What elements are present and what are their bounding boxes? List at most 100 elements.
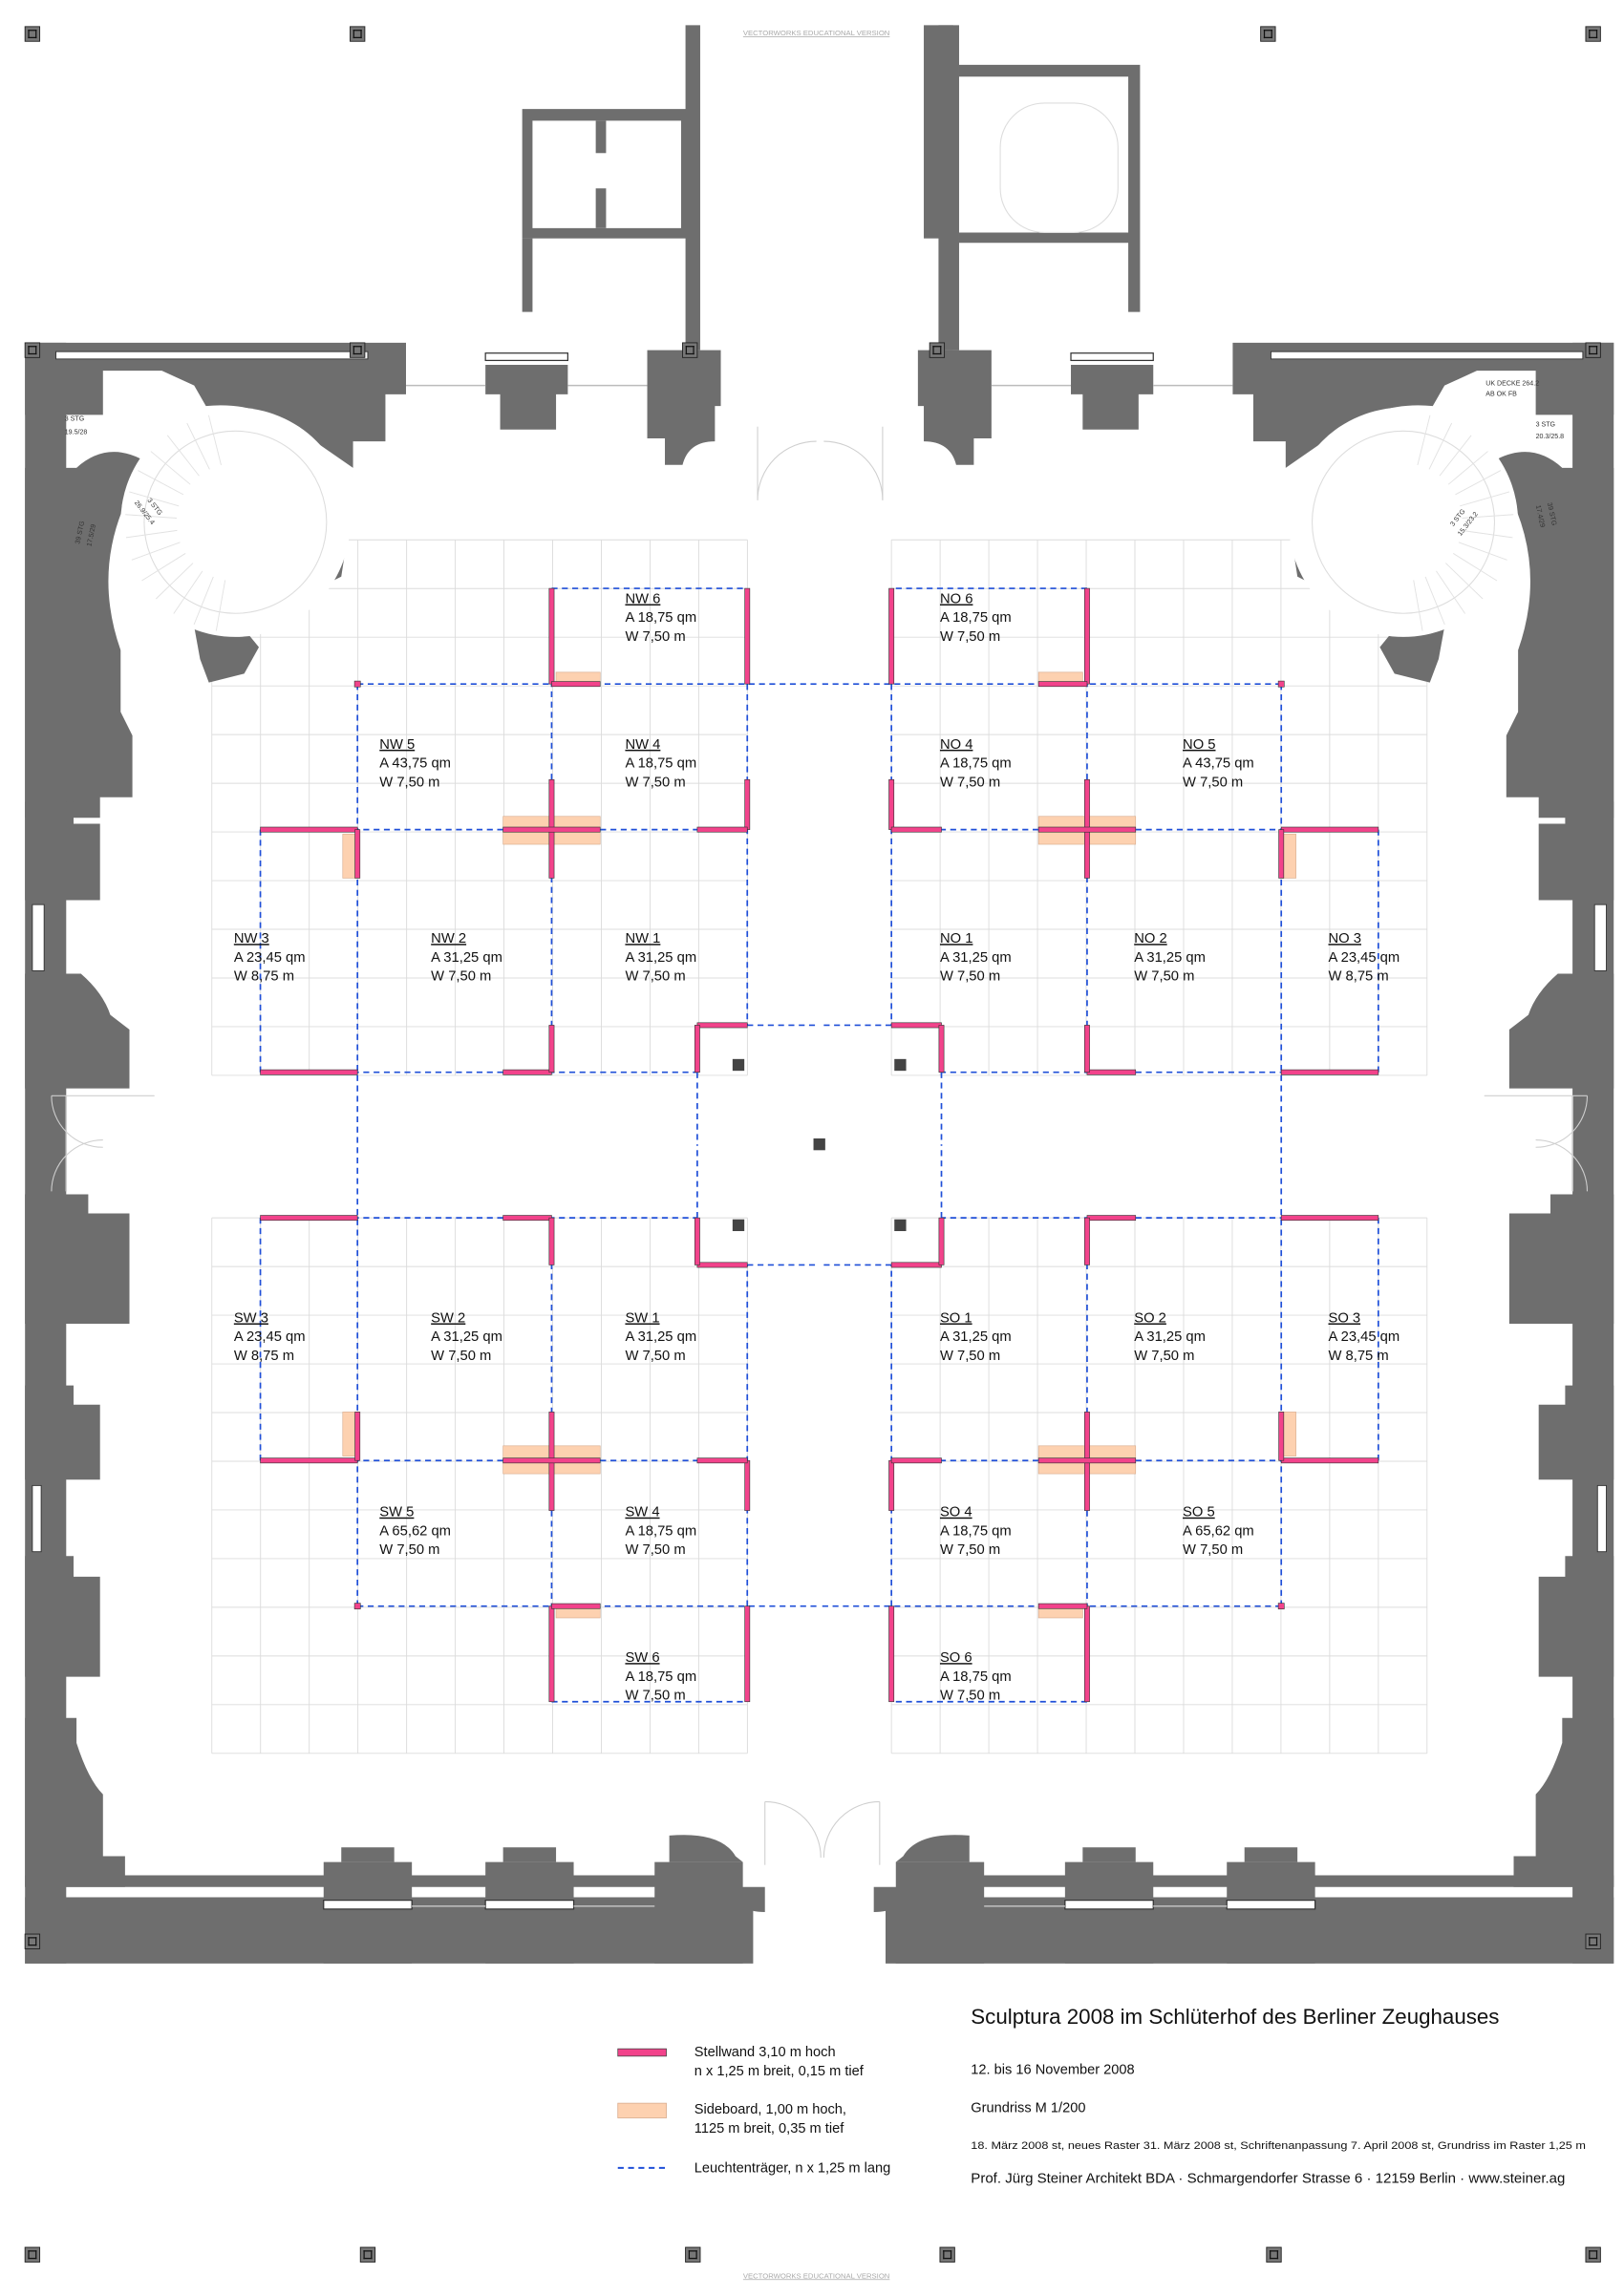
room-area: A 43,75 qm [1183,756,1254,772]
stellwand [260,1457,358,1464]
room-wall-length: W 7,50 m [625,629,685,645]
room-name: NO 6 [940,591,972,606]
wall-mass [1071,365,1154,430]
wall-mass [917,350,992,465]
wall-mass [1082,1847,1136,1862]
room-wall-length: W 7,50 m [940,1689,1000,1704]
room-label: NW 4A 18,75 qmW 7,50 m [625,737,696,790]
room-name: NW 2 [431,931,466,946]
watermark-bottom: VECTORWORKS EDUCATIONAL VERSION [743,2271,890,2280]
stair-tread [150,451,191,485]
stellwand [1280,1457,1379,1464]
stair-tread [131,542,181,561]
room-label: NW 6A 18,75 qmW 7,50 m [625,591,696,644]
room-label: SW 3A 23,45 qmW 8,75 m [234,1310,306,1363]
registration-mark-icon [1585,2246,1601,2263]
building-walls [25,25,1614,1964]
window [1593,904,1607,971]
room-name: SO 2 [1134,1310,1166,1326]
room-area: A 23,45 qm [1328,950,1400,966]
room-area: A 31,25 qm [625,1329,696,1345]
room-area: A 23,45 qm [234,950,306,966]
legend-sideboard-line1: Sideboard, 1,00 m hoch, [694,2102,846,2117]
stellwand [890,1457,942,1464]
registration-mark-icon [1585,1933,1601,1949]
room-area: A 31,25 qm [625,950,696,966]
stellwand [744,587,751,685]
stellwand [1086,1215,1137,1222]
stellwand [1037,681,1088,688]
room-name: SO 6 [940,1650,972,1666]
room-label: NW 3A 23,45 qmW 8,75 m [234,931,306,984]
stellwand [354,1412,361,1461]
mark-glyph [353,29,362,39]
registration-mark-icon [24,1933,41,1949]
room-area: A 18,75 qm [625,1669,696,1685]
column [732,1219,745,1232]
room-label: SW 2A 31,25 qmW 7,50 m [431,1310,502,1363]
exhibition-dates: 12. bis 16 November 2008 [971,2062,1134,2077]
stellwand [260,1069,358,1075]
stellwand [694,1025,700,1074]
stair-tread [1458,542,1507,561]
stellwand [938,1217,945,1265]
wall-mass [654,1861,743,1964]
stair-tread [1455,470,1502,496]
room-area: A 31,25 qm [431,1329,502,1345]
stair-note: 20.3/25.8 [1536,433,1565,440]
stellwand [696,1022,748,1029]
stellwand [1280,826,1379,833]
room-area: A 18,75 qm [940,756,1012,772]
door-swing [1535,1138,1589,1192]
mark-glyph [28,2250,37,2260]
window [55,351,369,360]
stair-tread [186,422,210,470]
room-area: A 23,45 qm [234,1329,306,1345]
stellwand [938,1025,945,1074]
door-swing [764,1800,822,1858]
architect-credits: Prof. Jürg Steiner Architekt BDA · Schma… [971,2171,1565,2186]
stair-tread [193,576,214,626]
room-name: SW 5 [379,1505,414,1520]
wall-mass [685,25,700,351]
stair-tread [207,415,222,466]
wing-partition [595,188,607,228]
room-name: NW 3 [234,931,269,946]
wall-mass [25,1875,765,1912]
stellwand [1084,587,1090,685]
stellwand [890,1262,942,1268]
window [484,352,568,362]
registration-mark-icon [24,2246,41,2263]
stellwand [696,1457,748,1464]
mark-frame [350,342,366,358]
stellwand [1086,1069,1137,1075]
stellwand [551,1603,601,1609]
registration-mark-icon [939,2246,955,2263]
window [1270,351,1584,360]
wall-mass [1064,1861,1154,1964]
stellwand [1280,1215,1379,1222]
window [1226,1900,1316,1910]
room-wall-length: W 7,50 m [625,1542,685,1558]
stair-tread [138,470,184,496]
stair-tread [155,563,194,600]
room-area: A 31,25 qm [1134,950,1206,966]
legend: Stellwand 3,10 m hoch n x 1,25 m breit, … [617,2045,890,2177]
room-name: SW 2 [431,1310,465,1326]
room-wall-length: W 7,50 m [625,969,685,985]
stellwand [1037,1457,1137,1464]
room-wall-length: W 8,75 m [1328,969,1388,985]
room-area: A 18,75 qm [940,1523,1012,1539]
room-wall-length: W 8,75 m [234,1349,294,1364]
wall-mass [25,342,67,1964]
stellwand [548,1605,555,1703]
door-swing [51,1095,103,1148]
mark-frame [1260,26,1276,42]
window [32,904,45,971]
stellwand [1084,1217,1090,1265]
mark-frame [350,26,366,42]
stellwand [502,1069,552,1075]
room-wall-length: W 7,50 m [625,1689,685,1704]
wall-mass [341,1847,395,1862]
stellwaende [260,587,1379,1703]
